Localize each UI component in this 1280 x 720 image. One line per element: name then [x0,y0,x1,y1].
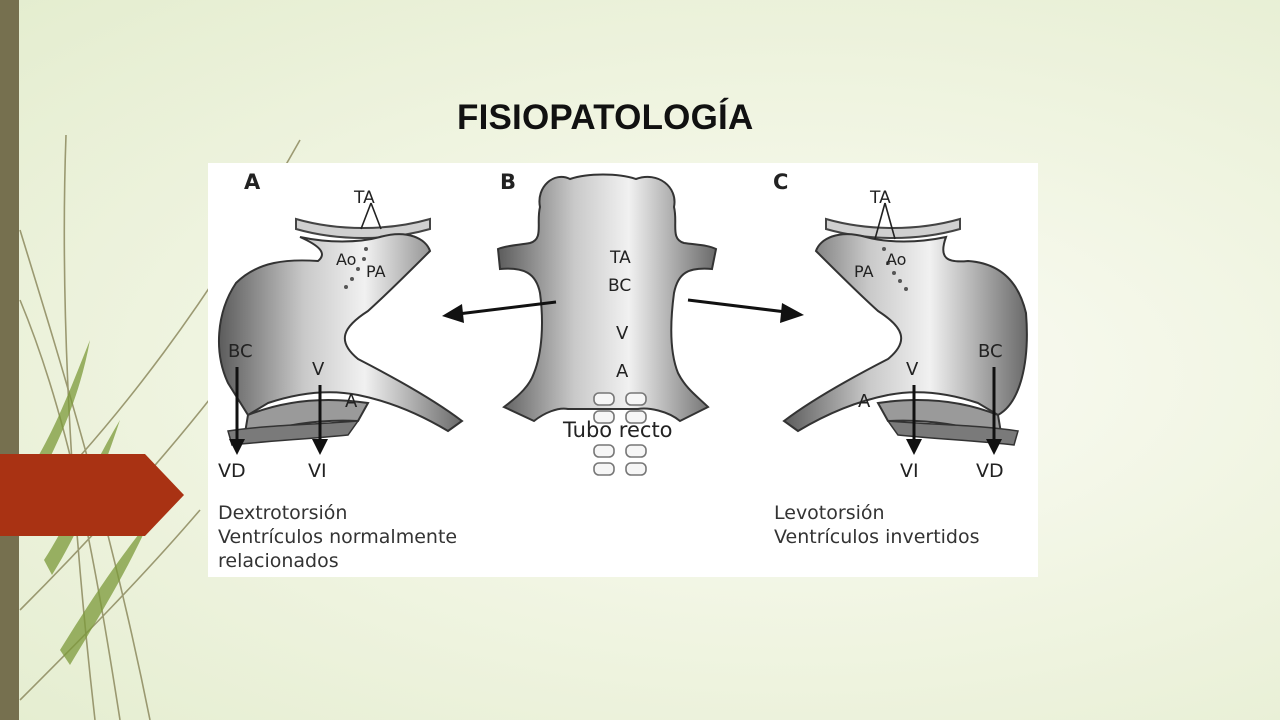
panel-a-down-arrows [235,367,322,441]
panel-a-label-a: A [345,391,358,412]
panel-b-arrow-left-shaft [457,300,557,316]
panel-c-arrow-vi-head [906,439,922,455]
panel-c-ta-pointer-left [874,202,886,240]
panel-b-arrow-left-head [442,304,464,323]
panel-a-arrow-vi-head [312,439,328,455]
accent-arrow-tab [0,454,184,536]
slide-title: FISIOPATOLOGÍA [457,98,754,137]
panel-a-arrow-vd-head [229,439,245,455]
panel-a-label-vi: VI [308,460,327,482]
panel-a-caption-line-1: Dextrotorsión [218,502,347,524]
panel-c-venous-tube [886,420,1019,446]
panel-c-label-ta: TA [869,188,891,208]
panel-c-label-a: A [858,391,871,412]
panel-b-label-a: A [616,361,629,382]
panel-b: B TA BC V A Tubo recto [442,170,804,476]
panel-a-label-bc: BC [228,341,253,362]
panel-a-label-ta: TA [353,188,375,208]
panel-c-letter: C [773,170,788,194]
panel-b-letter: B [500,170,516,194]
left-accent-bar [0,0,19,720]
panel-c-septum-dots [882,247,908,291]
panel-a-heart-tube [218,233,464,433]
panel-a-caption-line-3: relacionados [218,550,339,572]
heart-looping-diagram: A TA Ao PA BC V A V [208,163,1038,577]
panel-c-label-vd: VD [976,460,1004,482]
panel-b-label-bc: BC [608,276,631,296]
panel-a-ta-pointer-right [370,202,382,230]
panel-a-ta-pointer-left [360,202,372,230]
panel-c-label-ao: Ao [886,250,906,269]
panel-a-label-pa: PA [366,262,386,281]
panel-c-label-vi: VI [900,460,919,482]
panel-a-septum-dots [344,247,368,289]
panel-a-letter: A [244,170,261,194]
panel-b-label-ta: TA [609,248,631,268]
panel-a-label-ao: Ao [336,250,356,269]
panel-a-venous-tube [227,420,360,446]
panel-c-label-bc: BC [978,341,1003,362]
panel-b-straight-tube [496,173,718,423]
panel-b-arrow-right-shaft [687,298,787,314]
panel-b-arrow-right-head [780,303,804,323]
panel-b-somites [593,392,647,476]
panel-b-label-v: V [616,323,629,344]
panel-c-arrow-vd-head [986,439,1002,455]
panel-a: A TA Ao PA BC V A V [218,170,464,572]
panel-a-label-v: V [312,359,325,380]
panel-c-label-v: V [906,359,919,380]
panel-c-heart-tube [782,233,1028,433]
panel-c-down-arrows [912,367,996,441]
panel-c-label-pa: PA [854,262,874,281]
panel-c: C TA Ao PA BC V A VI VD Levotorsión [773,170,1028,548]
panel-c-caption-line-2: Ventrículos invertidos [774,526,980,548]
panel-a-label-vd: VD [218,460,246,482]
panel-c-ta-pointer-right [884,202,896,240]
panel-a-caption-line-2: Ventrículos normalmente [218,526,457,548]
panel-b-caption: Tubo recto [562,418,673,442]
panel-c-caption-line-1: Levotorsión [774,502,885,524]
